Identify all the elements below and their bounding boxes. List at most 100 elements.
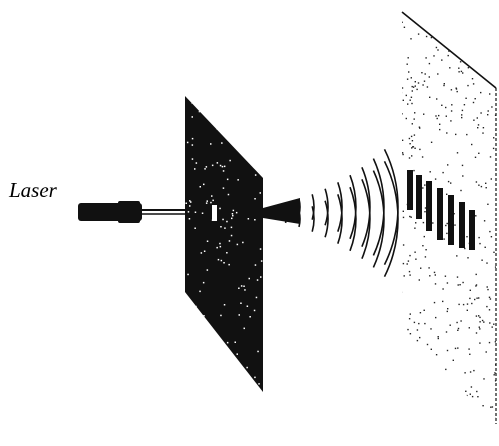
speckle [476, 274, 477, 275]
fringe-band [437, 188, 443, 240]
speckle [457, 152, 458, 153]
speckle [489, 309, 490, 310]
speckle [486, 65, 487, 66]
laser-nozzle [118, 201, 140, 223]
speckle [403, 398, 404, 399]
speckle [414, 322, 415, 323]
speckle [421, 72, 422, 73]
speckle [489, 342, 490, 343]
speckle [198, 388, 200, 390]
speckle [447, 223, 448, 224]
speckle [409, 274, 410, 275]
speckle [447, 164, 448, 165]
speckle [451, 104, 452, 105]
speckle [471, 303, 472, 304]
speckle [423, 222, 424, 223]
speckle [232, 215, 234, 217]
speckle [404, 27, 405, 28]
speckle [403, 100, 404, 101]
speckle [251, 105, 253, 107]
speckle [410, 333, 411, 334]
speckle [415, 222, 416, 223]
speckle [488, 110, 489, 111]
speckle [453, 360, 454, 361]
speckle [207, 241, 209, 243]
speckle [456, 88, 457, 89]
speckle [189, 200, 191, 202]
speckle [187, 142, 189, 144]
speckle [489, 231, 490, 232]
speckle [207, 269, 209, 271]
speckle [435, 317, 436, 318]
speckle [414, 134, 415, 135]
speckle [215, 376, 217, 378]
speckle [429, 76, 430, 77]
speckle [412, 360, 413, 361]
speckle [407, 329, 408, 330]
speckle [487, 204, 488, 205]
speckle [198, 96, 200, 98]
speckle [219, 118, 221, 120]
speckle [222, 219, 224, 221]
speckle [447, 350, 448, 351]
speckle [442, 301, 443, 302]
speckle [442, 391, 443, 392]
speckle [221, 260, 223, 262]
speckle [414, 148, 415, 149]
speckle [454, 224, 455, 225]
speckle [404, 275, 405, 276]
screen-top-edge [402, 12, 496, 88]
speckle [254, 219, 256, 221]
speckle [201, 252, 203, 254]
speckle [231, 227, 233, 229]
speckle [439, 124, 440, 125]
speckle [415, 85, 416, 86]
speckle [460, 38, 461, 39]
speckle [462, 411, 463, 412]
speckle [427, 408, 428, 409]
speckle [420, 312, 421, 313]
speckle [469, 298, 470, 299]
speckle [430, 171, 431, 172]
speckle [211, 371, 213, 373]
speckle [455, 348, 456, 349]
speckle [223, 187, 225, 189]
speckle [471, 144, 472, 145]
speckle [219, 122, 221, 124]
speckle [226, 252, 228, 254]
speckle [472, 57, 473, 58]
speckle [199, 111, 201, 113]
speckle [470, 46, 471, 47]
speckle [410, 372, 411, 373]
speckle [188, 211, 190, 213]
speckle [408, 343, 409, 344]
laser-label: Laser [9, 180, 57, 201]
speckle [458, 328, 459, 329]
speckle [452, 401, 453, 402]
interference-fringes [407, 170, 475, 250]
speckle [467, 257, 468, 258]
speckle [413, 17, 414, 18]
speckle [451, 110, 452, 111]
speckle [411, 103, 412, 104]
speckle [443, 85, 444, 86]
speckle [446, 194, 447, 195]
double-slit-opening [212, 205, 217, 221]
speckle [487, 31, 488, 32]
speckle [410, 38, 411, 39]
speckle [191, 357, 193, 359]
speckle [210, 143, 212, 145]
speckle [224, 304, 226, 306]
speckle [413, 87, 414, 88]
speckle [495, 341, 496, 342]
speckle [494, 55, 495, 56]
speckle [204, 251, 206, 253]
speckle [422, 187, 423, 188]
speckle [472, 78, 473, 79]
speckle [191, 102, 193, 104]
speckle [216, 247, 218, 249]
speckle [492, 406, 493, 407]
speckle [217, 128, 219, 130]
speckle [254, 198, 256, 200]
speckle [212, 165, 214, 167]
